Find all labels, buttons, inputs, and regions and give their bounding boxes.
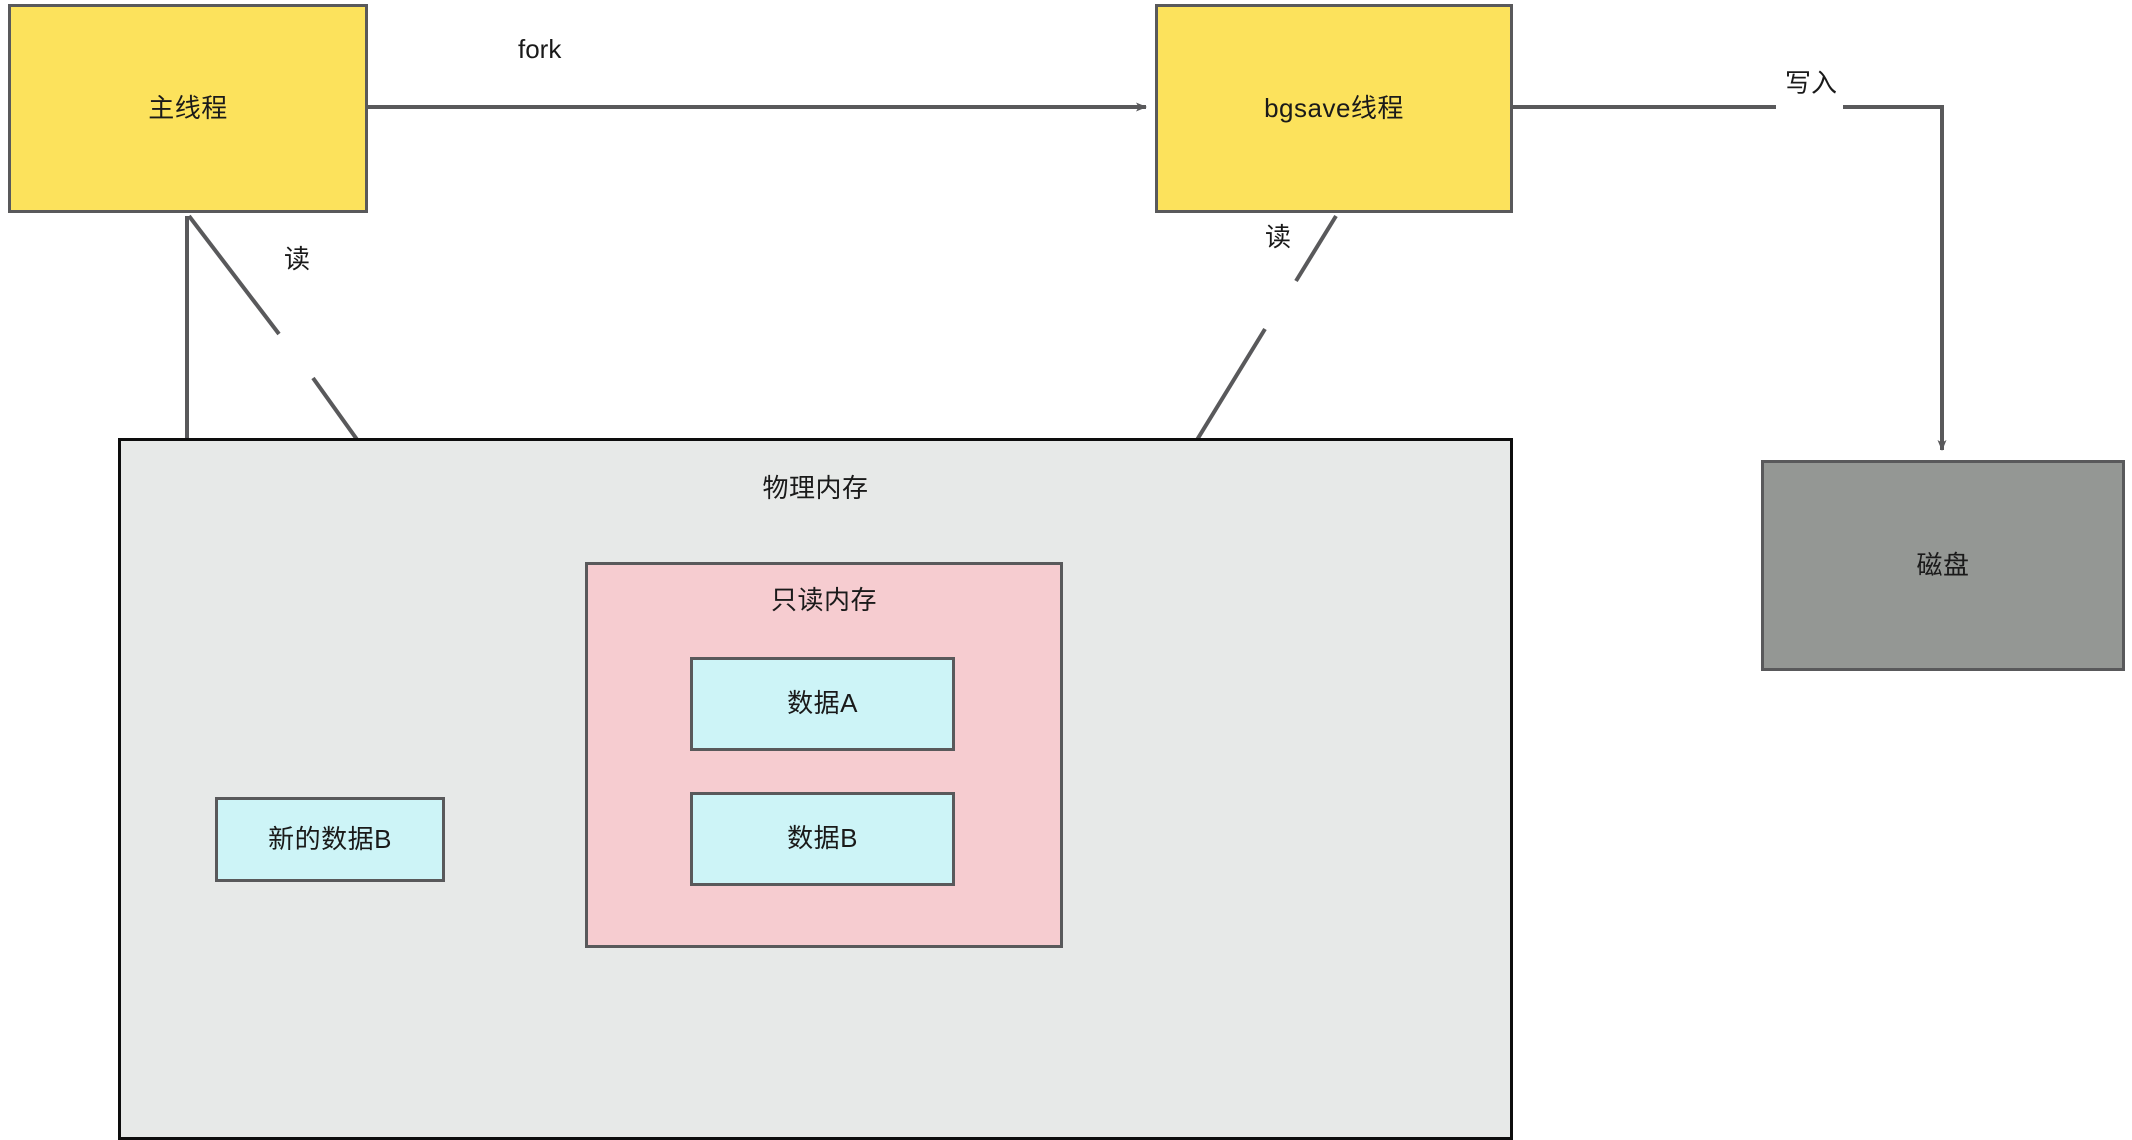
edge-label-main-read: 读 xyxy=(278,244,317,276)
edge-label-bgsave-read: 读 xyxy=(1259,222,1298,254)
node-data-a-label: 数据A xyxy=(787,688,858,719)
node-disk[interactable]: 磁盘 xyxy=(1761,460,2125,671)
node-bgsave-thread-label: bgsave线程 xyxy=(1264,92,1404,123)
node-physical-memory-label: 物理内存 xyxy=(762,473,869,503)
node-main-thread[interactable]: 主线程 xyxy=(8,4,368,213)
node-main-thread-label: 主线程 xyxy=(148,92,228,123)
node-new-data-b[interactable]: 新的数据B xyxy=(215,797,445,882)
node-bgsave-thread[interactable]: bgsave线程 xyxy=(1155,4,1513,213)
node-data-b-label: 数据B xyxy=(787,823,858,854)
edge-write xyxy=(1513,105,1947,451)
node-data-b[interactable]: 数据B xyxy=(690,792,955,886)
node-disk-label: 磁盘 xyxy=(1916,549,1970,580)
node-new-data-b-label: 新的数据B xyxy=(268,823,392,854)
node-readonly-memory-label: 只读内存 xyxy=(770,585,877,615)
edge-label-write: 写入 xyxy=(1779,68,1844,100)
node-readonly-memory[interactable]: 只读内存 xyxy=(585,562,1063,948)
edge-label-fork: fork xyxy=(512,34,568,66)
node-data-a[interactable]: 数据A xyxy=(690,657,955,751)
